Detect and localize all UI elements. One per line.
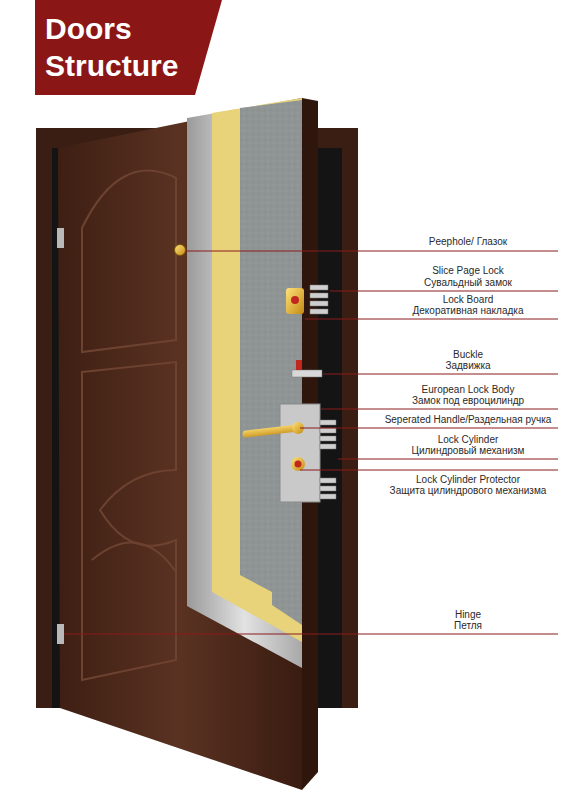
part-label: Петля <box>454 620 482 631</box>
title: Doors Structure <box>45 10 195 84</box>
lock-bolt <box>320 428 336 433</box>
steel-layer <box>187 98 302 668</box>
keyhole <box>291 296 299 304</box>
lock-bolt <box>320 486 336 491</box>
part-label: Seperated Handle/Раздельная ручка <box>385 414 552 425</box>
lock-bolt <box>310 301 328 306</box>
part-label: Замок под евроцилиндр <box>412 395 524 406</box>
part-label: Buckle <box>453 349 483 360</box>
part-label: Lock Cylinder <box>438 434 499 445</box>
door-panel <box>92 543 176 572</box>
part-label: Lock Cylinder Protector <box>416 474 520 485</box>
door-leaf <box>58 98 302 790</box>
part-label: European Lock Body <box>422 384 515 395</box>
part-label: Peephole/ Глазок <box>429 236 507 247</box>
lock-bolt <box>310 309 328 314</box>
lock-bolt <box>320 478 336 483</box>
lock-bolt <box>320 444 336 449</box>
lock-bolt <box>310 293 328 298</box>
part-label: Защита цилиндрового механизма <box>390 485 547 496</box>
part-label: Hinge <box>455 609 481 620</box>
inner-panel <box>240 100 302 625</box>
door-panel <box>82 362 176 680</box>
lock-board <box>286 288 304 314</box>
cylinder-protector <box>295 461 302 468</box>
lock-cylinder <box>291 457 305 471</box>
part-label: Lock Board <box>443 294 494 305</box>
buckle-knob <box>296 360 302 370</box>
leader-line <box>330 291 558 292</box>
lock-bolt <box>320 436 336 441</box>
leader-line <box>323 374 558 375</box>
leader-line <box>321 409 558 410</box>
lock-bolt <box>320 420 336 425</box>
part-label: Сувальдный замок <box>424 277 512 288</box>
door-panel <box>82 171 176 352</box>
lock-bolt <box>320 494 336 499</box>
lock-bolt <box>310 285 328 290</box>
hinge <box>57 624 64 644</box>
hinge <box>57 228 64 248</box>
leader-line <box>305 319 558 320</box>
leader-line <box>300 470 558 471</box>
insulation-layer <box>212 98 302 642</box>
leader-lines <box>64 251 558 634</box>
peephole <box>175 245 186 256</box>
handle <box>246 428 298 434</box>
part-label: Задвижка <box>445 360 490 371</box>
leader-line <box>300 428 558 429</box>
buckle <box>292 370 322 377</box>
part-label: Декоративная накладка <box>412 305 523 316</box>
leader-line <box>338 459 558 460</box>
leader-line <box>64 634 558 635</box>
lock-body <box>280 404 320 502</box>
leader-line <box>186 251 558 252</box>
title-banner <box>35 0 222 95</box>
part-label: Slice Page Lock <box>432 265 504 276</box>
part-label: Цилиндровый механизм <box>412 445 525 456</box>
